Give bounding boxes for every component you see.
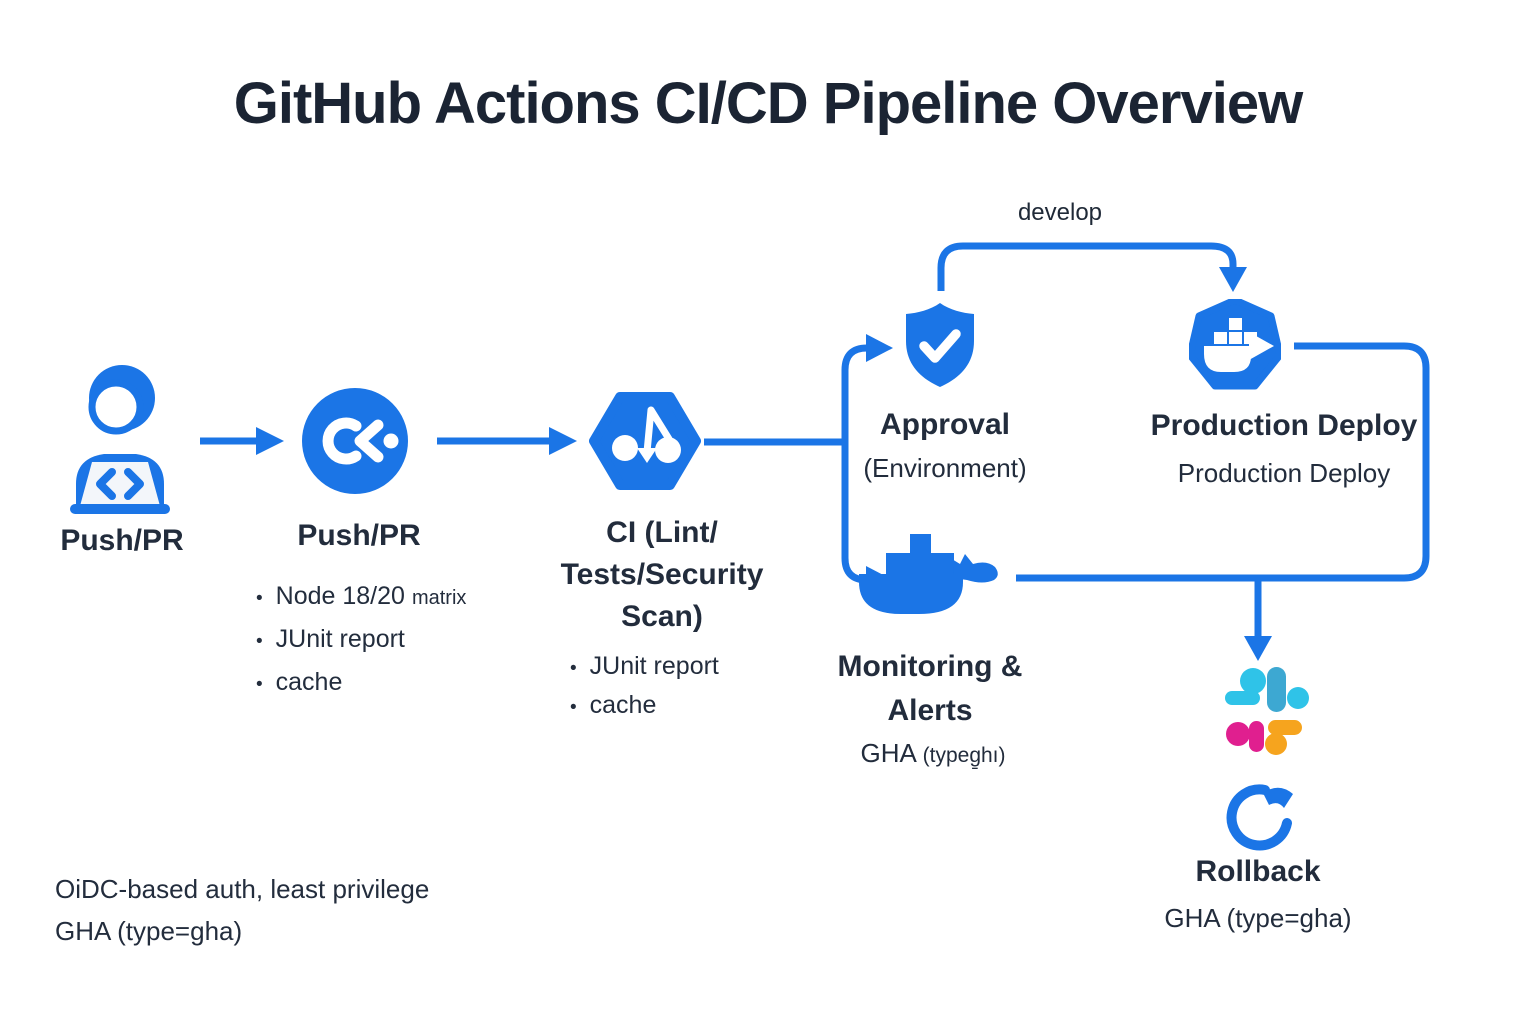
container-box [1229, 318, 1242, 330]
page-title: GitHub Actions CI/CD Pipeline Overview [233, 71, 1304, 136]
bullet-text: cache [589, 691, 657, 719]
slack-dot [1240, 668, 1266, 694]
container-box [910, 534, 931, 553]
bullet-text: cache [275, 668, 343, 696]
bullet-item: • JUnit report [570, 648, 719, 687]
chevron-glyph [354, 419, 384, 463]
slack-icon [1225, 667, 1309, 755]
node-dot-left [612, 435, 638, 461]
ci-label: CI (Lint/ Tests/Security Scan) [560, 516, 764, 633]
monitoring-label: Monitoring & Alerts [837, 650, 1023, 727]
arrowhead-approval [866, 334, 893, 362]
bullet-dot: • [256, 674, 263, 695]
bullet-dot: • [256, 588, 263, 609]
approval-sublabel: (Environment) [863, 453, 1027, 483]
bullet-item: • cache [256, 662, 466, 705]
dot-glyph [383, 433, 399, 449]
docker-whale-icon [859, 534, 998, 614]
arrowhead-develop [1219, 267, 1247, 292]
bullet-item: • JUnit report [256, 619, 466, 662]
slack-dot [1226, 722, 1250, 746]
bullet-dot: • [256, 631, 263, 652]
refresh-arrowhead [1263, 787, 1293, 808]
refresh-arc [1226, 784, 1292, 851]
arrowhead-pushpr [549, 427, 577, 455]
bullet-dot: • [570, 697, 577, 718]
develop-arc [937, 242, 1237, 291]
ship-hull [1204, 346, 1251, 372]
slack-pill [1267, 667, 1286, 712]
arrowhead-developer [256, 427, 284, 455]
branch-lines-glyph [643, 406, 673, 456]
develop-edge-label: develop [1017, 199, 1103, 226]
whale-hull [859, 574, 963, 614]
rollback-refresh-icon [1226, 784, 1293, 851]
commit-circle-icon [302, 388, 408, 494]
laptop-screen [80, 462, 160, 506]
branch-up-to-approval [841, 344, 868, 442]
laptop-base [70, 504, 170, 514]
container-box [1229, 332, 1242, 344]
bullet-dot: • [570, 658, 577, 679]
bullet-item: • cache [570, 687, 719, 726]
footer-notes: OiDC-based auth, least privilege GHA (ty… [55, 868, 429, 952]
ci-bullets: • JUnit report • cache [570, 648, 719, 726]
bullet-text: JUnit report [589, 652, 719, 680]
footer-line-2: GHA (type=gha) [55, 916, 243, 946]
code-brackets-glyph [96, 468, 144, 500]
container-row [886, 553, 954, 574]
check-glyph [919, 329, 961, 363]
ship-bow-arrow [1249, 332, 1274, 360]
shield-shape [906, 303, 974, 387]
footer-line-1: OiDC-based auth, least privilege [55, 874, 430, 904]
production-deploy-sublabel: Production Deploy [1177, 458, 1391, 488]
rollback-label: Rollback [1195, 855, 1321, 888]
monitoring-sublabel: GHA (typeg̱hı) [860, 738, 1006, 768]
down-arrowhead-glyph [637, 448, 657, 463]
production-deploy-label: Production Deploy [1150, 409, 1418, 442]
slack-pill [1268, 720, 1302, 735]
slack-dot [1287, 687, 1309, 709]
pipeline-hexagon-icon [589, 392, 701, 490]
container-box [1214, 332, 1227, 344]
face-shape [88, 379, 144, 435]
shield-check-icon [906, 303, 974, 387]
docker-heptagon-icon [1189, 299, 1281, 390]
slack-pill [1249, 721, 1264, 752]
developer-label: Push/PR [60, 524, 184, 557]
arrowhead-rollback [1244, 636, 1272, 661]
push-pr-label: Push/PR [297, 519, 421, 552]
rollback-sublabel: GHA (type=gha) [1164, 903, 1352, 933]
slack-pill [1225, 691, 1260, 705]
slack-dot [1265, 733, 1287, 755]
bullet-text: JUnit report [275, 625, 405, 653]
developer-at-laptop-icon [70, 365, 170, 514]
c-glyph [322, 417, 362, 465]
approval-label: Approval [879, 408, 1011, 441]
node-dot-right [655, 437, 681, 463]
